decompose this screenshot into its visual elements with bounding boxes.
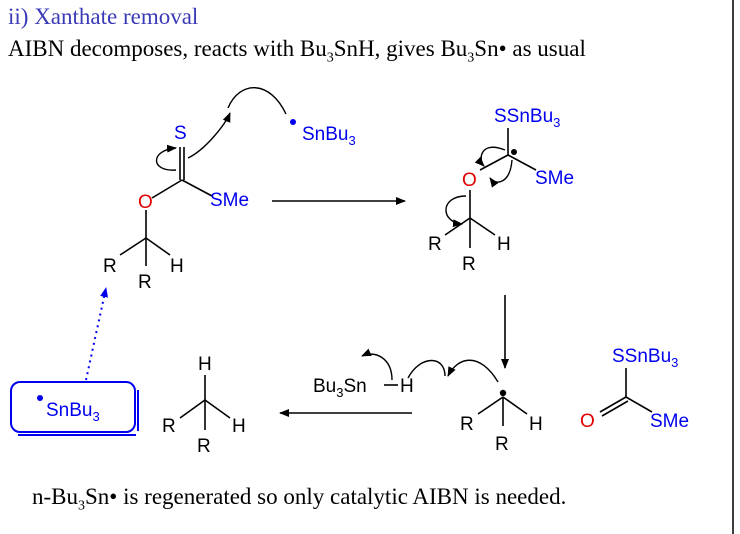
group-sme: SMe bbox=[210, 190, 249, 211]
subtitle-part2: SnH, gives Bu bbox=[333, 36, 468, 61]
c-o-bond-2 bbox=[479, 154, 509, 171]
tin-radical-box bbox=[10, 381, 136, 433]
curly-arrow-pi-bond bbox=[156, 144, 177, 171]
subtitle-part3: Sn• as usual bbox=[474, 36, 586, 61]
alkyl-radical: R H R bbox=[447, 359, 543, 455]
group-r1-4: R bbox=[162, 416, 176, 437]
c-o-double-2 bbox=[601, 400, 629, 417]
curly-arrow-radical-to-h bbox=[447, 359, 499, 383]
alkyl-radical-dot bbox=[499, 389, 507, 397]
c-sme-bond-2 bbox=[507, 154, 537, 171]
alkane-product: H R H R bbox=[162, 354, 246, 457]
group-r1-2: R bbox=[428, 234, 442, 255]
radical-dot bbox=[290, 119, 296, 125]
group-r2-3: R bbox=[495, 434, 509, 455]
group-r2-4: R bbox=[197, 436, 211, 457]
atom-o: O bbox=[138, 192, 153, 213]
atom-h-top: H bbox=[198, 354, 212, 375]
subtitle: AIBN decomposes, reacts with Bu3SnH, giv… bbox=[8, 36, 586, 67]
curly-arrow-fragment-3 bbox=[445, 195, 467, 228]
ssn-bu3-label-2: SSnBu3 bbox=[612, 346, 678, 370]
sn-bu3-label-2: SnBu3 bbox=[46, 400, 100, 424]
group-r1: R bbox=[103, 256, 117, 277]
c-o-bond bbox=[151, 179, 183, 199]
c-sme-bond-3 bbox=[625, 396, 653, 413]
c-r1-bond-2 bbox=[444, 217, 471, 236]
c-o-double-1 bbox=[599, 396, 627, 413]
atom-h-4: H bbox=[400, 376, 414, 397]
group-r1-3: R bbox=[460, 414, 474, 435]
page-title: ii) Xanthate removal bbox=[8, 4, 199, 29]
atom-h-5: H bbox=[232, 416, 246, 437]
carbon-radical-dot bbox=[511, 149, 517, 155]
footer-part2: Sn• is regenerated so only catalytic AIB… bbox=[85, 484, 567, 509]
c-r1-bond bbox=[119, 237, 147, 256]
c-h-bond-2 bbox=[469, 217, 496, 236]
c-r1-bond-3 bbox=[477, 396, 504, 415]
subtitle-part1: AIBN decomposes, reacts with Bu bbox=[8, 36, 327, 61]
group-sme-3: SMe bbox=[650, 411, 689, 432]
atom-s: S bbox=[174, 123, 187, 144]
curly-arrow-sn-h-bond bbox=[361, 348, 393, 381]
byproduct: SSnBu3 O SMe bbox=[580, 346, 689, 432]
tributyltin-hydride: Bu3Sn H bbox=[313, 348, 446, 400]
atom-h-3: H bbox=[529, 414, 543, 435]
curly-arrow-fragment-2 bbox=[474, 146, 506, 167]
c-r1-bond-4 bbox=[179, 399, 206, 419]
footer-note: n-Bu3Sn• is regenerated so only catalyti… bbox=[32, 484, 566, 515]
group-r2: R bbox=[138, 272, 152, 293]
atom-h: H bbox=[170, 256, 184, 277]
subtitle-sub2: 3 bbox=[467, 50, 475, 66]
atom-h-2: H bbox=[497, 234, 511, 255]
curly-arrow-h-transfer bbox=[407, 359, 446, 379]
subtitle-sub1: 3 bbox=[326, 50, 334, 66]
c-h-bond bbox=[145, 237, 171, 256]
c-h-bond-3 bbox=[502, 396, 528, 415]
c-h-bond-4 bbox=[204, 399, 231, 419]
tributyltin-radical-1: SnBu3 bbox=[290, 119, 356, 148]
footer-sub1: 3 bbox=[78, 498, 85, 514]
atom-o-3: O bbox=[580, 411, 595, 432]
bu3sn-h-label: Bu3Sn bbox=[313, 376, 367, 400]
dotted-arrow-regeneration bbox=[85, 287, 108, 381]
group-sme-2: SMe bbox=[535, 168, 574, 189]
regenerated-tin-radical: SnBu3 bbox=[10, 287, 139, 436]
c-sme-bond bbox=[181, 179, 213, 197]
radical-dot-2 bbox=[37, 395, 43, 401]
ssn-bu3-label: SSnBu3 bbox=[494, 106, 560, 130]
group-r2-2: R bbox=[462, 254, 476, 275]
curly-arrow-radical bbox=[227, 87, 287, 115]
xanthate-molecule: S O SMe R H R bbox=[103, 87, 287, 293]
sn-bu3-label: SnBu3 bbox=[302, 124, 356, 148]
curly-arrow-fragment-1 bbox=[489, 159, 513, 188]
atom-o-2: O bbox=[462, 170, 477, 191]
footer-part1: n-Bu bbox=[32, 484, 78, 509]
curly-arrow-s-to-sn bbox=[187, 112, 231, 159]
adduct-radical: SSnBu3 O SMe R H R bbox=[428, 106, 574, 275]
